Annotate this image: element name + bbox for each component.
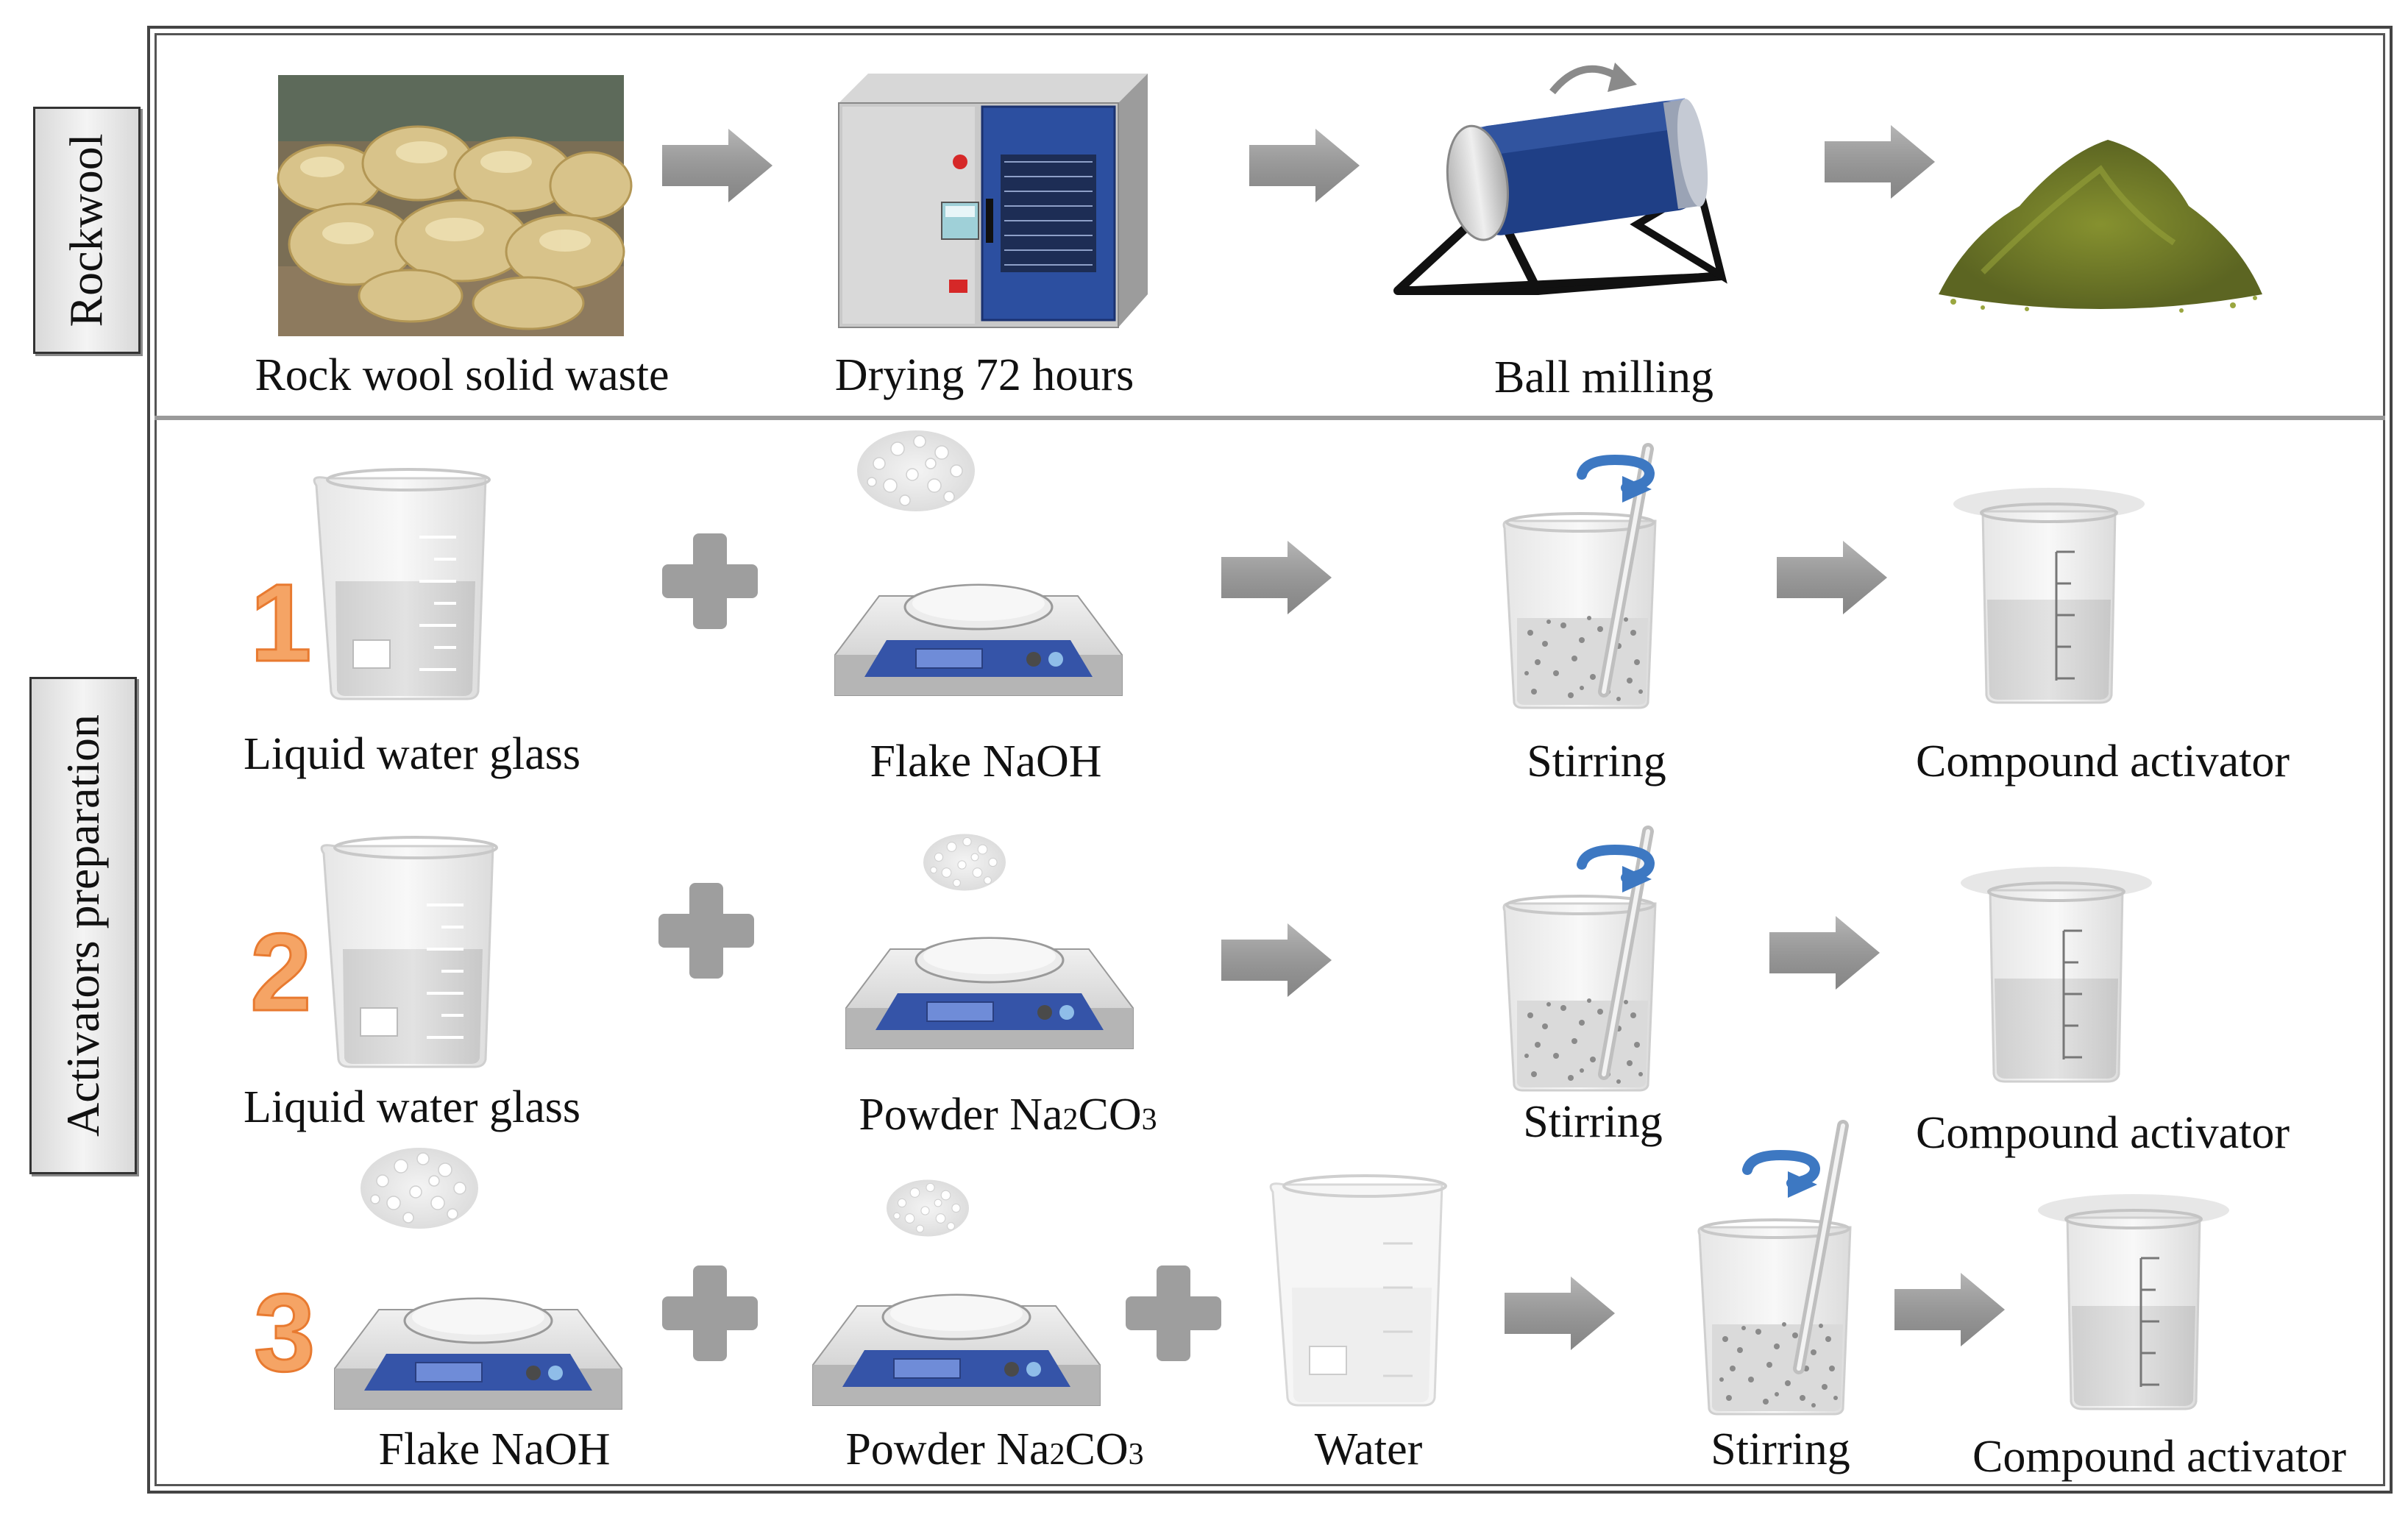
row3-naoh-flakes [360,1147,479,1229]
row3-na2co3-powder [886,1179,970,1238]
row3-caption-flake-naoh: Flake NaOH [378,1424,611,1474]
row1-caption-stirring: Stirring [1527,736,1666,787]
caption-rock-wool-solid-waste: Rock wool solid waste [255,350,670,400]
rockwool-powder-icon [1939,140,2262,313]
row1-caption-liquid-water-glass: Liquid water glass [243,729,581,779]
row1-naoh-flakes [856,430,976,512]
row2-co-text: CO [1078,1090,1142,1140]
row2-subscript-3: 3 [1141,1103,1157,1137]
caption-drying-72-hours: Drying 72 hours [834,350,1134,400]
row1-caption-flake-naoh: Flake NaOH [870,736,1102,787]
rockwool-label-text: Rockwool [60,133,113,327]
row3-caption-powder-na2co3: Powder Na2CO3 [845,1424,1143,1476]
arrow-rockwool-1 [662,129,773,202]
row1-arrow-2 [1777,541,1887,614]
arrow-rockwool-2 [1249,129,1360,202]
drying-oven-icon [838,74,1148,328]
row3-caption-stirring: Stirring [1711,1424,1850,1474]
section-divider [155,416,2385,420]
row2-water-glass-beaker [320,836,498,1068]
row-2-number: 2 [249,909,312,1035]
row1-caption-compound-activator: Compound activator [1916,736,2290,787]
row3-scale-2 [811,1293,1101,1407]
row2-plus [658,883,754,979]
row2-arrow [1221,923,1332,997]
rock-wool-photo [277,75,633,336]
row3-water-beaker [1269,1174,1447,1407]
rockwool-side-label: Rockwool [33,107,141,354]
ball-mill-icon [1393,63,1727,295]
row2-caption-liquid-water-glass: Liquid water glass [243,1082,581,1132]
row1-scale [834,583,1123,697]
arrow-rockwool-3 [1825,125,1935,199]
row3-na-text: Powder Na [845,1424,1050,1474]
row2-arrow-2 [1769,916,1880,990]
row2-caption-compound-activator: Compound activator [1916,1108,2290,1158]
row2-na-text: Powder Na [859,1090,1063,1140]
row3-subscript-2: 2 [1049,1438,1065,1471]
row2-compound-activator-beaker [1959,865,2153,1083]
row2-subscript-2: 2 [1062,1103,1079,1137]
row3-caption-compound-activator: Compound activator [1972,1432,2346,1482]
row2-caption-stirring: Stirring [1523,1097,1663,1147]
row-3-number: 3 [252,1270,316,1396]
activators-side-label: Activators preparation [29,677,137,1174]
row1-plus [662,533,758,629]
row3-rotation-arrow-icon [1747,1155,1821,1199]
row2-caption-powder-na2co3: Powder Na2CO3 [859,1089,1157,1141]
row1-water-glass-beaker [313,468,491,700]
row-1-number: 1 [249,560,312,686]
outer-frame [147,26,2393,1494]
inner-frame [155,33,2385,1486]
row3-plus-1 [662,1265,758,1361]
row1-arrow [1221,541,1332,614]
row3-plus-2 [1126,1265,1221,1361]
row3-subscript-3: 3 [1128,1438,1144,1471]
row3-arrow-2 [1894,1273,2005,1346]
row3-scale-1 [333,1297,623,1410]
row3-caption-water: Water [1314,1424,1423,1474]
row3-co-text: CO [1065,1424,1129,1474]
row3-arrow [1505,1277,1615,1350]
row1-compound-activator-beaker [1952,486,2146,704]
row2-rotation-arrow-icon [1582,850,1655,894]
row1-rotation-arrow-icon [1582,460,1655,504]
row2-na2co3-powder [923,833,1006,892]
row2-scale [845,937,1134,1050]
activators-label-text: Activators preparation [57,714,109,1137]
caption-ball-milling: Ball milling [1494,352,1713,402]
row3-compound-activator-beaker [2036,1193,2231,1410]
